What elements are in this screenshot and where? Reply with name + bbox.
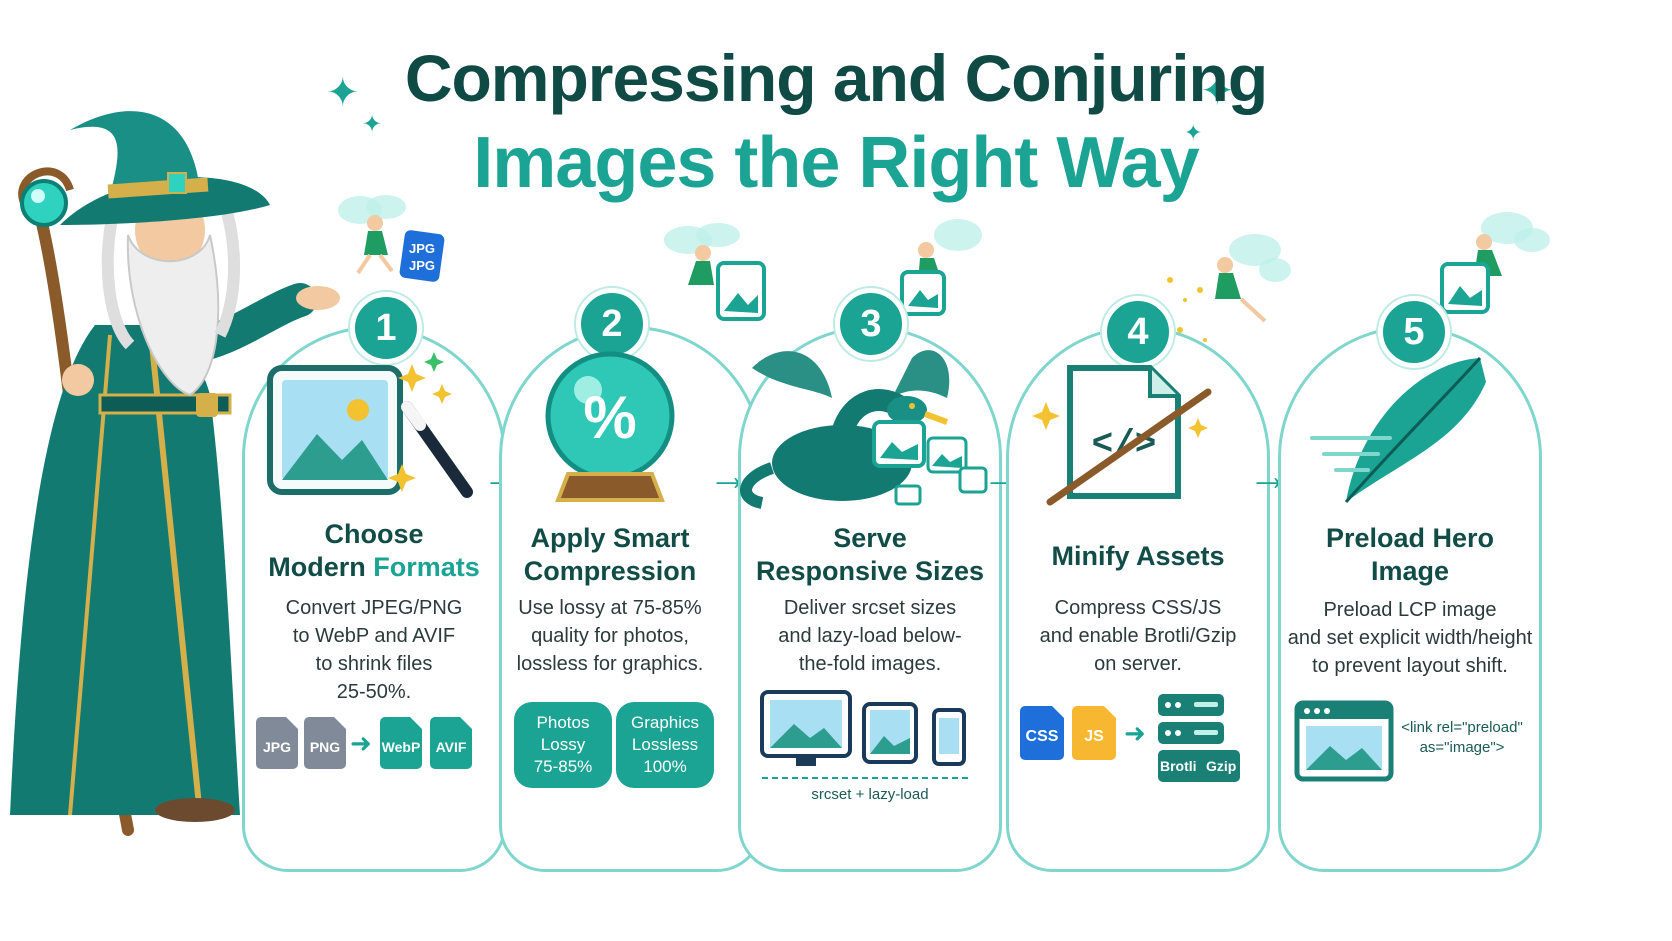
step-heading-1-line2b: Formats (373, 552, 480, 582)
percent-symbol: % (583, 384, 636, 451)
step-description-4: Compress CSS/JS and enable Brotli/Gzip o… (1006, 594, 1270, 678)
step-card-3 (738, 326, 1002, 872)
description-line: on server. (1094, 653, 1182, 675)
jpg-label-2: JPG (409, 258, 435, 273)
compress-arrow-icon: ➜ (1124, 718, 1146, 748)
png-file-icon: PNG (304, 717, 346, 769)
description-line: lossless for graphics. (516, 653, 704, 675)
step-description-2: Use lossy at 75-85% quality for photos, … (478, 594, 742, 678)
step-badge-5: 5 (1378, 296, 1450, 368)
brotli-label: Brotli (1160, 758, 1197, 774)
description-line: Preload LCP image (1323, 599, 1497, 621)
step-heading-3: Serve Responsive Sizes (738, 522, 1002, 588)
fairy-icon (664, 223, 766, 321)
dragon-icon (740, 350, 988, 509)
step-badge-1: 1 (350, 292, 422, 364)
convert-arrow-icon: ➜ (350, 728, 372, 758)
step-heading-5-line1: Preload Hero (1325, 523, 1495, 553)
step-heading-4-line1: Minify Assets (1051, 541, 1225, 571)
step-heading-3-line1: Serve (833, 523, 907, 553)
pill-line: 75-85% (533, 757, 593, 776)
code-symbol: </> (1092, 424, 1157, 465)
step-heading-1-line1: Choose (324, 519, 424, 549)
step-heading-5-line2: Image (1370, 556, 1450, 586)
title-line-2: Images the Right Way (473, 123, 1199, 203)
avif-file-icon: AVIF (430, 717, 472, 769)
pill-line: 100% (643, 757, 687, 776)
step-heading-2: Apply Smart Compression (478, 522, 742, 588)
js-file-icon: JS (1072, 706, 1116, 760)
jpg-card-icon: JPG JPG (399, 230, 445, 282)
description-line: to prevent layout shift. (1312, 655, 1508, 677)
description-line: Compress CSS/JS (1054, 597, 1222, 619)
feather-icon (1310, 356, 1486, 503)
step-description-1: Convert JPEG/PNG to WebP and AVIF to shr… (242, 594, 506, 706)
image-frame-wand-icon (267, 352, 473, 498)
pill-line: Lossless (631, 735, 699, 754)
sparkle-icon: ✦ (1184, 120, 1203, 145)
title-line-1: Compressing and Conjuring (404, 41, 1268, 115)
graphics-lossless-pill: Graphics Lossless 100% (616, 702, 714, 788)
description-line: 25-50%. (336, 681, 412, 703)
gzip-label: Gzip (1206, 758, 1237, 774)
description-line: and enable Brotli/Gzip (1039, 625, 1237, 647)
sparkle-icon: ✦ (326, 71, 360, 115)
step-heading-2-line2: Compression (523, 556, 697, 586)
browser-window-icon (1294, 700, 1394, 782)
srcset-caption: srcset + lazy-load (811, 786, 929, 803)
pill-line: Graphics (630, 713, 700, 732)
step-heading-2-line1: Apply Smart (530, 523, 690, 553)
step-badge-4: 4 (1102, 296, 1174, 368)
description-line: and set explicit width/height (1287, 627, 1533, 649)
preload-code-line1: <link rel="preload" (1401, 719, 1523, 736)
webp-file-icon: WebP (380, 717, 422, 769)
fairy-icon (900, 219, 982, 316)
description-line: to shrink files (315, 653, 433, 675)
description-line: to WebP and AVIF (292, 625, 456, 647)
code-file-icon: </> (1032, 365, 1212, 506)
jpg-label-1: JPG (409, 241, 435, 256)
jpg-file-icon: JPG (256, 717, 298, 769)
description-line: the-fold images. (798, 653, 942, 675)
step-description-5: Preload LCP image and set explicit width… (1278, 596, 1542, 680)
step-heading-4: Minify Assets (1006, 540, 1270, 573)
preload-code-line2: as="image"> (1419, 739, 1505, 756)
description-line: Convert JPEG/PNG (285, 597, 463, 619)
responsive-devices-icon (760, 690, 968, 779)
pill-line: Lossy (540, 735, 586, 754)
description-line: Use lossy at 75-85% (518, 597, 702, 619)
pill-line: Photos (536, 713, 590, 732)
fairy-icon (338, 195, 406, 275)
preload-code: <link rel="preload" as="image"> (1398, 718, 1526, 758)
description-line: and lazy-load below- (778, 625, 962, 647)
step-heading-3-line2: Responsive Sizes (755, 556, 985, 586)
crystal-ball-icon: % (545, 351, 675, 502)
server-icon (1158, 694, 1240, 782)
step-heading-1: Choose Modern Formats (242, 518, 506, 584)
step-badge-3: 3 (835, 288, 907, 360)
sparkle-icon: ✦ (1200, 67, 1236, 114)
fairy-icon (1440, 212, 1550, 314)
step-heading-5: Preload Hero Image (1278, 522, 1542, 588)
sparkle-icon: ✦ (362, 111, 383, 138)
css-file-icon: CSS (1020, 706, 1064, 760)
photos-lossy-pill: Photos Lossy 75-85% (514, 702, 612, 788)
step-heading-1-line2a: Modern (268, 552, 374, 582)
wizard-icon (10, 111, 340, 836)
description-line: quality for photos, (531, 625, 689, 647)
step-description-3: Deliver srcset sizes and lazy-load below… (738, 594, 1002, 678)
fairy-icon (1215, 234, 1291, 323)
description-line: Deliver srcset sizes (783, 597, 957, 619)
